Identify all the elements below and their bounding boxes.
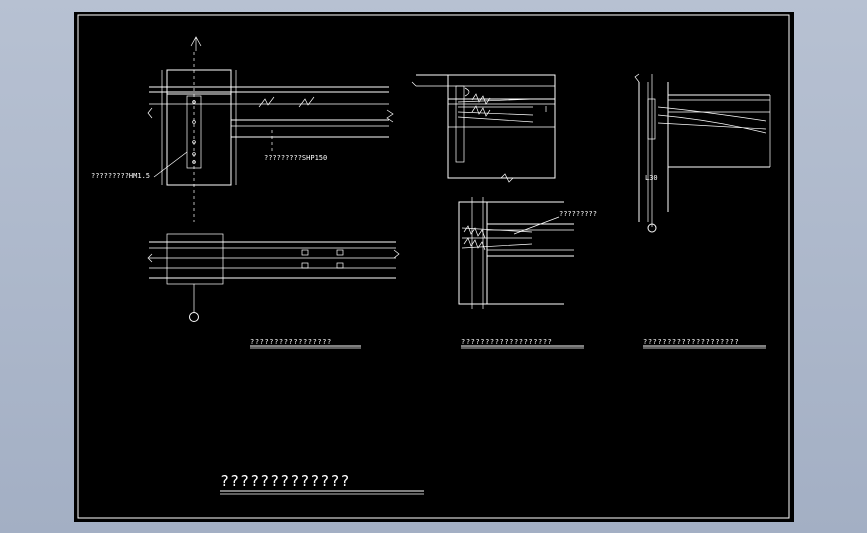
detail-mid-bottom (458, 197, 574, 309)
cad-drawing: ?????????HM1.5 ?????????SHP150 (77, 14, 790, 519)
annotation-left-a: ?????????HM1.5 (91, 172, 150, 180)
annotation-right-dim: L30 (645, 174, 658, 182)
main-title: ????????????? (220, 472, 350, 490)
detail-mid-top (411, 74, 556, 183)
detail-right (634, 73, 771, 233)
annotation-mid-bottom: ????????? (559, 210, 597, 218)
detail-column-beam-plan (147, 36, 394, 222)
caption-3: ???????????????????? (643, 338, 739, 346)
drawing-sheet: ?????????HM1.5 ?????????SHP150 (74, 12, 794, 522)
caption-1: ????????????????? (250, 338, 332, 346)
sheet-border (77, 14, 790, 519)
annotation-left-b: ?????????SHP150 (264, 154, 327, 162)
caption-2: ??????????????????? (461, 338, 552, 346)
detail-beam-section (147, 233, 400, 322)
